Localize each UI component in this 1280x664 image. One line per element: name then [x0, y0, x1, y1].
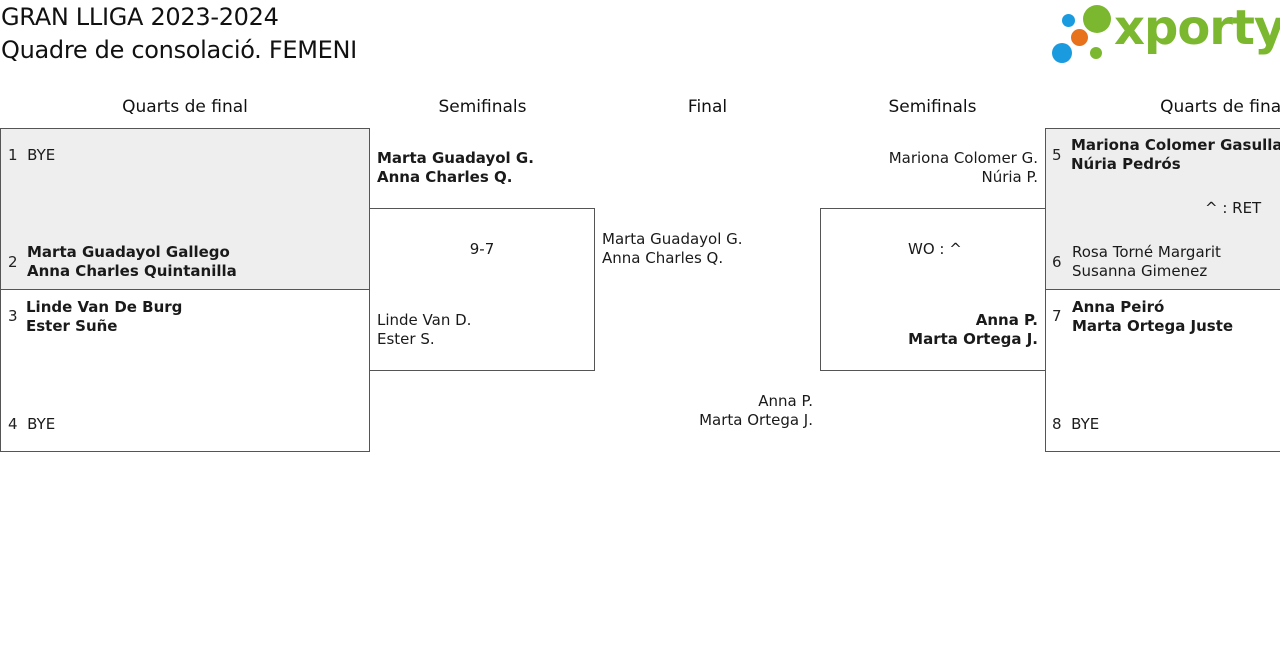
player-name: Anna P. [758, 392, 813, 410]
round-header-left-quarters: Quarts de final [122, 97, 248, 117]
player-name: Ester S. [377, 330, 435, 348]
round-header-left-semis: Semifinals [438, 97, 527, 117]
player-name: Linde Van De Burg [26, 298, 183, 316]
round-header-final: Final [687, 97, 728, 117]
player-name: Anna Charles Q. [602, 249, 724, 267]
round-header-right-semis: Semifinals [888, 97, 977, 117]
match-score: WO : ^ [908, 240, 962, 258]
seed-number: 8 [1052, 415, 1062, 433]
page-title: GRAN LLIGA 2023-2024 [1, 3, 279, 31]
match-score: 9-7 [469, 240, 495, 258]
player-name: Núria P. [981, 168, 1039, 186]
player-name: Anna P. [975, 311, 1038, 329]
seed-number: 1 [8, 146, 18, 164]
right-quarter-match-top [1045, 128, 1280, 290]
player-name: Mariona Colomer G. [888, 149, 1038, 167]
round-header-right-quarters: Quarts de final [1160, 97, 1280, 117]
player-name: Linde Van D. [377, 311, 472, 329]
right-quarter-match-bottom [1045, 289, 1280, 452]
player-name: Anna Charles Q. [377, 168, 513, 186]
right-semi-match-box [820, 208, 1046, 371]
logo-dot-blue-small [1062, 14, 1075, 27]
player-name: BYE [27, 146, 56, 164]
player-name: Ester Suñe [26, 317, 118, 335]
seed-number: 2 [8, 253, 18, 271]
logo-dot-green-small [1090, 47, 1102, 59]
logo-dot-orange [1071, 29, 1088, 46]
player-name: Susanna Gimenez [1072, 262, 1208, 280]
player-name: Marta Ortega J. [699, 411, 813, 429]
seed-8-entry: 8 BYE [1052, 415, 1099, 434]
left-quarter-match-bottom [0, 289, 370, 452]
seed-number: 3 [8, 307, 18, 325]
player-name: BYE [1071, 415, 1100, 433]
player-name: Anna Peiró [1072, 298, 1165, 316]
player-name: Marta Guadayol Gallego [27, 243, 230, 261]
player-name: Rosa Torné Margarit [1072, 243, 1221, 261]
match-score: ^ : RET [1205, 199, 1262, 217]
seed-number: 6 [1052, 253, 1062, 271]
seed-number: 7 [1052, 307, 1062, 325]
page-subtitle: Quadre de consolació. FEMENI [1, 36, 357, 64]
logo-wordmark: xporty [1114, 0, 1280, 56]
player-name: Núria Pedrós [1071, 155, 1181, 173]
player-name: Marta Guadayol G. [602, 230, 743, 248]
player-name: BYE [27, 415, 56, 433]
logo-dot-green [1083, 5, 1111, 33]
seed-number: 4 [8, 415, 18, 433]
left-semi-match-box [369, 208, 595, 371]
player-name: Marta Ortega Juste [1072, 317, 1234, 335]
logo-dot-blue-large [1052, 43, 1072, 63]
player-name: Marta Ortega J. [908, 330, 1038, 348]
player-name: Anna Charles Quintanilla [27, 262, 237, 280]
left-quarter-match-top [0, 128, 370, 290]
seed-number: 5 [1052, 146, 1062, 164]
seed-4-entry: 4 BYE [8, 415, 55, 434]
player-name: Marta Guadayol G. [377, 149, 534, 167]
xporty-logo: xporty [1050, 0, 1280, 66]
seed-1-entry: 1 BYE [8, 146, 55, 165]
player-name: Mariona Colomer Gasullaa [1071, 136, 1280, 154]
